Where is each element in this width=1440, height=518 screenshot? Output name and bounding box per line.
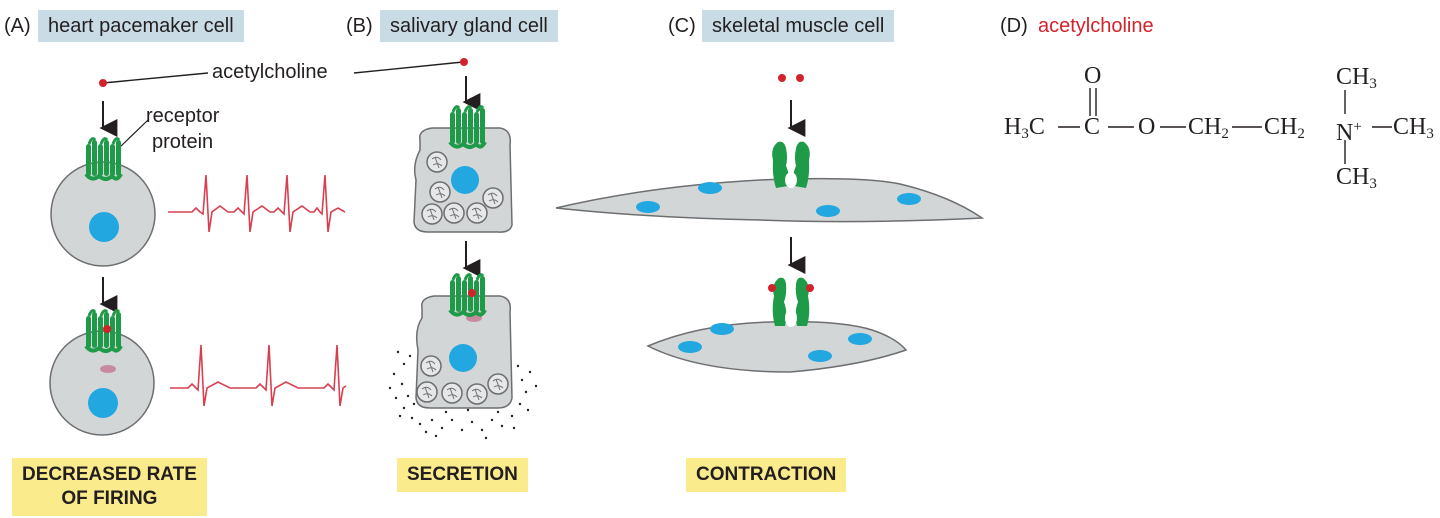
methyl-group-top: CH3 <box>1336 64 1377 92</box>
panel-c-title: skeletal muscle cell <box>702 10 895 42</box>
ligand-dot-b <box>460 58 468 66</box>
outcome-a-line1: DECREASED RATE <box>22 464 197 485</box>
activated-g-protein <box>100 365 116 373</box>
panel-b-letter: (B) <box>346 15 373 37</box>
panel-b-title: salivary gland cell <box>380 10 558 42</box>
panel-d-title: acetylcholine <box>1038 15 1154 37</box>
nucleus <box>808 350 832 362</box>
methyl-group-left: H3C <box>1004 114 1045 142</box>
nucleus <box>89 212 119 242</box>
ligand-connector-lines <box>102 61 464 84</box>
methylene-group-2: CH2 <box>1264 114 1305 142</box>
methyl-group-bottom: CH3 <box>1336 164 1377 192</box>
panel-a-letter: (A) <box>4 15 31 37</box>
methylene-group-1: CH2 <box>1188 114 1229 142</box>
bound-ligand <box>468 289 476 297</box>
nucleus <box>816 205 840 217</box>
carbonyl-oxygen: O <box>1084 63 1102 89</box>
ester-oxygen: O <box>1138 114 1156 140</box>
muscle-cell-resting <box>555 141 985 223</box>
panel-a-title: heart pacemaker cell <box>38 10 244 42</box>
ligand-dot-c2 <box>796 74 804 82</box>
molecule-bonds <box>1058 88 1392 164</box>
carbonyl-carbon: C <box>1084 114 1101 140</box>
nucleus <box>88 388 118 418</box>
nucleus <box>449 344 477 372</box>
salivary-cell-resting <box>413 104 513 233</box>
receptor-pointer-line <box>119 119 149 148</box>
receptor-label-line1: receptor <box>146 105 220 127</box>
nucleus <box>710 323 734 335</box>
bound-ligand <box>768 284 776 292</box>
nucleus <box>636 201 660 213</box>
salivary-cell-secreting <box>388 272 538 440</box>
ligand-dot-c1 <box>778 74 786 82</box>
acetylcholine-label: acetylcholine <box>212 61 328 83</box>
ion-channel-receptor-open <box>772 277 810 327</box>
bound-ligand <box>103 325 111 333</box>
receptor-label-line2: protein <box>152 131 214 153</box>
ecg-trace-normal <box>168 174 346 233</box>
nucleus <box>678 341 702 353</box>
pacemaker-cell-resting <box>50 136 156 267</box>
panel-d-letter: (D) <box>1000 15 1028 37</box>
nucleus <box>451 166 479 194</box>
outcome-a: DECREASED RATE OF FIRING <box>12 458 207 516</box>
bound-ligand <box>806 284 814 292</box>
nucleus <box>698 182 722 194</box>
nucleus <box>897 193 921 205</box>
ecg-trace-slowed <box>170 344 347 407</box>
ligand-dot-a <box>99 79 107 87</box>
muscle-cell-contracted <box>646 277 908 373</box>
ion-channel-receptor-closed <box>772 141 810 188</box>
outcome-c: CONTRACTION <box>686 458 847 492</box>
outcome-b: SECRETION <box>397 458 528 492</box>
pacemaker-cell-stimulated <box>49 308 155 436</box>
secreted-particles <box>388 350 538 440</box>
nucleus <box>848 333 872 345</box>
quaternary-nitrogen: N+ <box>1336 119 1362 146</box>
panel-c-letter: (C) <box>668 15 696 37</box>
flow-arrows <box>99 76 806 313</box>
methyl-group-right: CH3 <box>1393 114 1434 142</box>
outcome-a-line2: OF FIRING <box>61 488 158 509</box>
